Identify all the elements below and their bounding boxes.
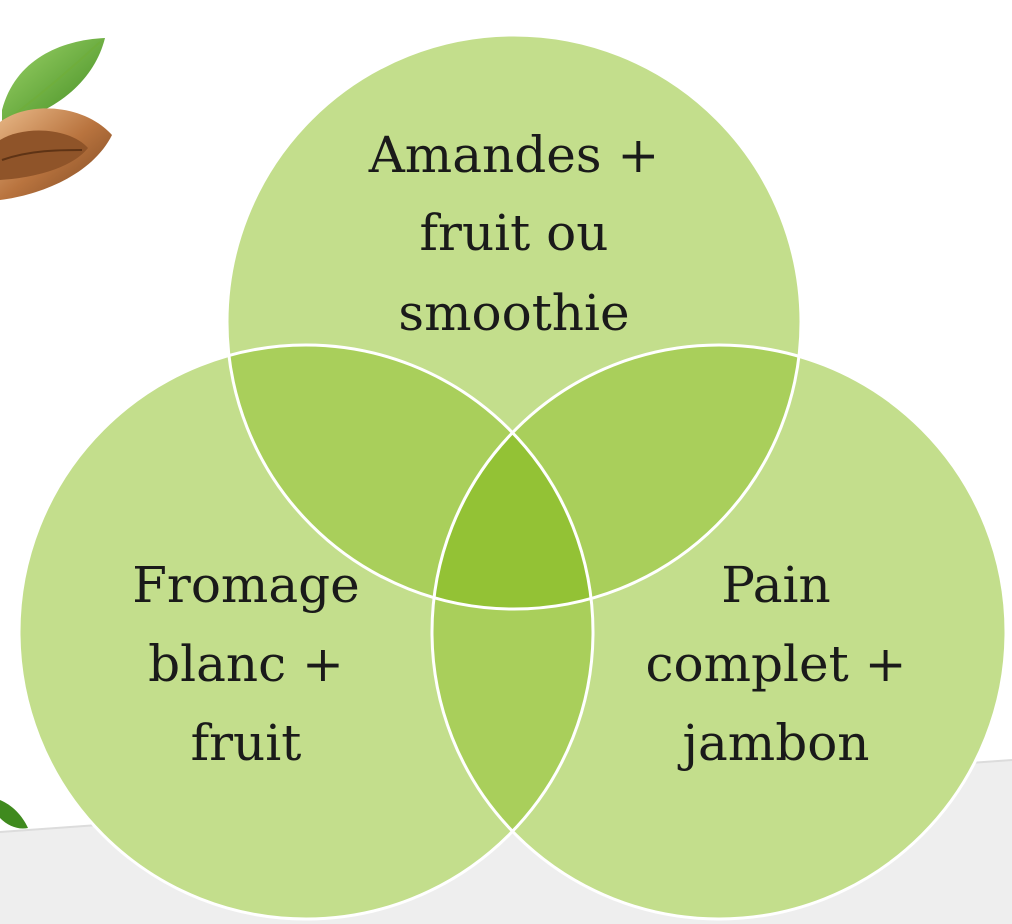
- label-right-line-2: complet +: [646, 635, 907, 693]
- almond-icon: [0, 38, 112, 200]
- label-top-line-1: Amandes +: [368, 126, 660, 184]
- label-top-line-3: smoothie: [398, 284, 629, 342]
- label-left-line-2: blanc +: [148, 635, 344, 693]
- label-left-line-1: Fromage: [132, 556, 360, 614]
- label-top-line-2: fruit ou: [420, 204, 609, 262]
- leaf-tip-icon: [0, 800, 28, 829]
- label-right-line-1: Pain: [721, 556, 830, 614]
- label-left-line-3: fruit: [191, 714, 302, 772]
- label-right-line-3: jambon: [677, 714, 869, 772]
